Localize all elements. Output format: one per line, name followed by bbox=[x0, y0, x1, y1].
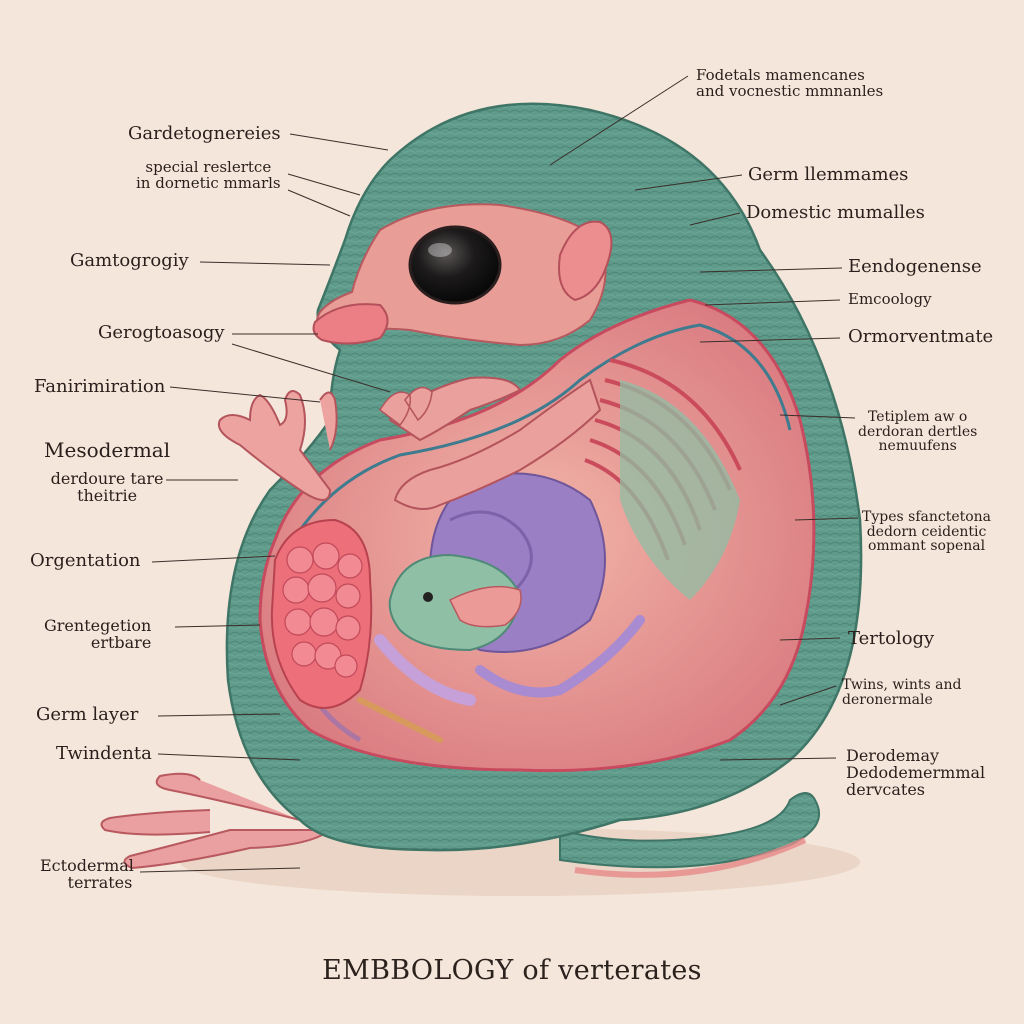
label-germ-layer: Germ layer bbox=[36, 704, 139, 725]
label-text: Gamtogrogiy bbox=[70, 250, 189, 271]
label-text: nemuufens bbox=[878, 438, 957, 455]
hand-left bbox=[218, 390, 332, 501]
label-orgentation: Orgentation bbox=[30, 550, 141, 571]
label-text: Twins, wints and bbox=[842, 677, 962, 693]
label-text: Germ llemmames bbox=[748, 164, 909, 185]
label-text: ommant sopenal bbox=[867, 538, 986, 555]
label-germ-llemmames: Germ llemmames bbox=[748, 164, 909, 185]
label-text: Grentegetion bbox=[44, 616, 152, 635]
snout bbox=[312, 303, 389, 345]
label-text: Fodetals mamencanes bbox=[696, 66, 865, 84]
label-types: Types sfanctetona dedorn ceidentic omman… bbox=[862, 510, 991, 554]
hind-foot bbox=[100, 772, 333, 870]
label-fodetals: Fodetals mamencanes and vocnestic mmnanl… bbox=[696, 66, 884, 100]
label-text: derdoure tare bbox=[50, 469, 164, 488]
label-twindenta: Twindenta bbox=[56, 743, 152, 764]
eye-icon bbox=[408, 225, 502, 305]
label-text: Domestic mumalles bbox=[746, 202, 925, 223]
label-ormorventmate: Ormorventmate bbox=[848, 326, 994, 347]
label-special-reslertce: special reslertce in dornetic mmarls bbox=[136, 158, 281, 192]
label-text: derdoran dertles bbox=[858, 423, 978, 440]
label-text: Orgentation bbox=[30, 550, 141, 571]
label-text: theitrie bbox=[77, 485, 138, 505]
front-arm bbox=[388, 376, 522, 442]
label-text: dervcates bbox=[846, 779, 926, 799]
label-domestic-mumalles: Domestic mumalles bbox=[746, 202, 925, 223]
label-text: Gerogtoasogy bbox=[98, 322, 225, 343]
reaching-arm bbox=[393, 378, 602, 510]
label-tertology: Tertology bbox=[848, 628, 935, 649]
label-mesodermal: Mesodermal derdoure tare theitrie bbox=[44, 440, 170, 505]
leader-lines bbox=[139, 75, 859, 873]
label-grentegetion: Grentegetion ertbare bbox=[44, 616, 152, 652]
label-text: Fanirimiration bbox=[34, 376, 166, 397]
label-text: Gardetognereies bbox=[128, 123, 281, 144]
tail bbox=[559, 792, 820, 869]
label-text: Dedodemermmal bbox=[846, 762, 986, 782]
diagram-caption: EMBBOLOGY of verterates bbox=[322, 955, 702, 986]
label-gamtogrogiy: Gamtogrogiy bbox=[70, 250, 189, 271]
label-text: Ectodermal bbox=[40, 856, 134, 875]
label-text: dedorn ceidentic bbox=[866, 523, 987, 540]
label-tetiplem: Tetiplem aw o derdoran dertles nemuufens bbox=[858, 410, 977, 454]
ear bbox=[558, 220, 613, 302]
label-text: deronermale bbox=[842, 691, 933, 708]
label-text: Tetiplem aw o bbox=[868, 409, 968, 425]
label-ectodermal: Ectodermal terrates bbox=[40, 856, 134, 892]
label-text: Tertology bbox=[848, 628, 935, 649]
label-text: Germ layer bbox=[36, 704, 139, 725]
label-text: in dornetic mmarls bbox=[136, 173, 281, 192]
label-text: and vocnestic mmnanles bbox=[696, 81, 884, 100]
label-twins: Twins, wints and deronermale bbox=[842, 678, 961, 707]
label-text: Mesodermal bbox=[44, 438, 171, 462]
label-text: Ormorventmate bbox=[848, 326, 994, 347]
label-text: Eendogenense bbox=[848, 256, 982, 277]
label-text: ertbare bbox=[90, 632, 152, 652]
label-text: Twindenta bbox=[56, 743, 152, 764]
label-text: Types sfanctetona bbox=[862, 509, 992, 525]
label-text: Derodemay bbox=[846, 746, 940, 765]
label-emcoology: Emcoology bbox=[848, 290, 932, 308]
label-eendogenense: Eendogenense bbox=[848, 256, 982, 277]
label-gerogtoasogy: Gerogtoasogy bbox=[98, 322, 225, 343]
label-gardetogneries: Gardetognereies bbox=[128, 123, 281, 144]
label-text: special reslertce bbox=[145, 158, 272, 176]
label-derodemay: Derodemay Dedodemermmal dervcates bbox=[846, 746, 986, 799]
label-text: Emcoology bbox=[848, 290, 932, 308]
label-fanirimiration: Fanirimiration bbox=[34, 376, 166, 397]
label-text: terrates bbox=[67, 872, 133, 892]
